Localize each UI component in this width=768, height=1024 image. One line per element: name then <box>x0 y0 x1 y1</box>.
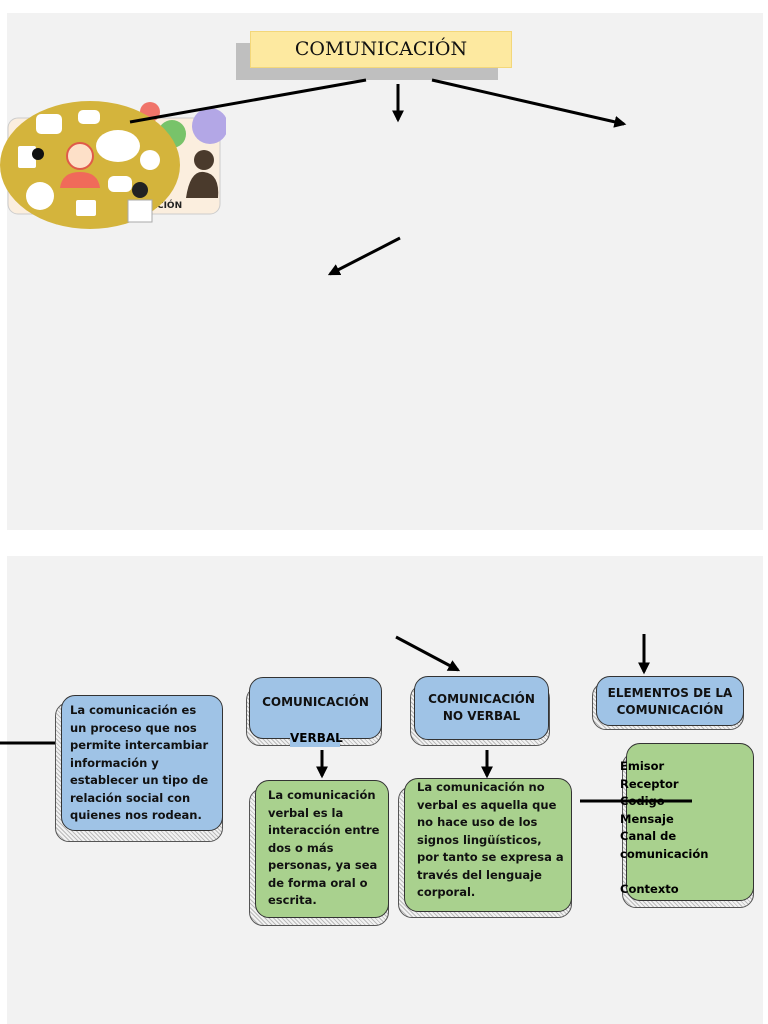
list-item: Contexto <box>620 881 679 896</box>
verbal-header-card: COMUNICACIÓN <box>249 677 382 739</box>
list-item: Codigo <box>620 794 665 808</box>
elements-list: Emisor Receptor Codigo Mensaje Canal de … <box>620 758 760 898</box>
list-item: comunicación <box>620 846 709 861</box>
list-item: Canal de <box>620 829 677 843</box>
arrow-to-nonverbal <box>395 635 461 672</box>
chat-dots-icon <box>108 176 132 192</box>
definition-text: La comunicación es un proceso que nos pe… <box>70 703 209 822</box>
elements-header-card: ELEMENTOS DE LA COMUNICACIÓN <box>596 676 744 726</box>
person-shirt-icon <box>60 172 100 188</box>
gear-bubble-icon <box>140 150 160 170</box>
definition-card: La comunicación es un proceso que nos pe… <box>61 695 223 831</box>
small-person-body <box>127 199 153 223</box>
verbal-body-text: La comunicación verbal es la interacción… <box>268 788 380 907</box>
small-person-icon <box>132 182 148 198</box>
verbal-title-line1: COMUNICACIÓN <box>262 695 369 709</box>
headset-person-icon <box>66 142 94 170</box>
arrow-lower-left <box>327 236 401 276</box>
list-item <box>620 863 760 881</box>
list-item: Receptor <box>620 776 679 791</box>
page-title: COMUNICACIÓN <box>250 31 512 68</box>
nonverbal-title: COMUNICACIÓN NO VERBAL <box>428 692 535 723</box>
list-item: Emisor <box>620 759 665 773</box>
verbal-title-line2: VERBAL <box>290 730 343 747</box>
arrow-to-illustration <box>129 78 367 124</box>
verbal-body-card: La comunicación verbal es la interacción… <box>255 780 389 918</box>
speech-bubble-icon <box>36 114 62 134</box>
person-head-icon <box>194 150 214 170</box>
elements-title: ELEMENTOS DE LA COMUNICACIÓN <box>607 686 733 717</box>
laptop-icon <box>76 200 96 216</box>
elements-list-card <box>626 743 754 901</box>
list-item: Mensaje <box>620 811 674 826</box>
person-body-icon <box>186 171 219 198</box>
megaphone-icon <box>32 148 44 160</box>
bubble-purple <box>192 108 228 144</box>
document-icon <box>18 146 36 168</box>
nonverbal-header-card: COMUNICACIÓN NO VERBAL <box>414 676 549 740</box>
speech-bubble-icon <box>78 110 100 124</box>
nonverbal-body-text: La comunicación no verbal es aquella que… <box>417 780 564 899</box>
speech-bubble-icon <box>96 130 140 162</box>
gear-icon <box>26 182 54 210</box>
arrow-right <box>431 78 627 128</box>
nonverbal-body-card: La comunicación no verbal es aquella que… <box>404 778 572 912</box>
slide-top <box>7 13 763 530</box>
